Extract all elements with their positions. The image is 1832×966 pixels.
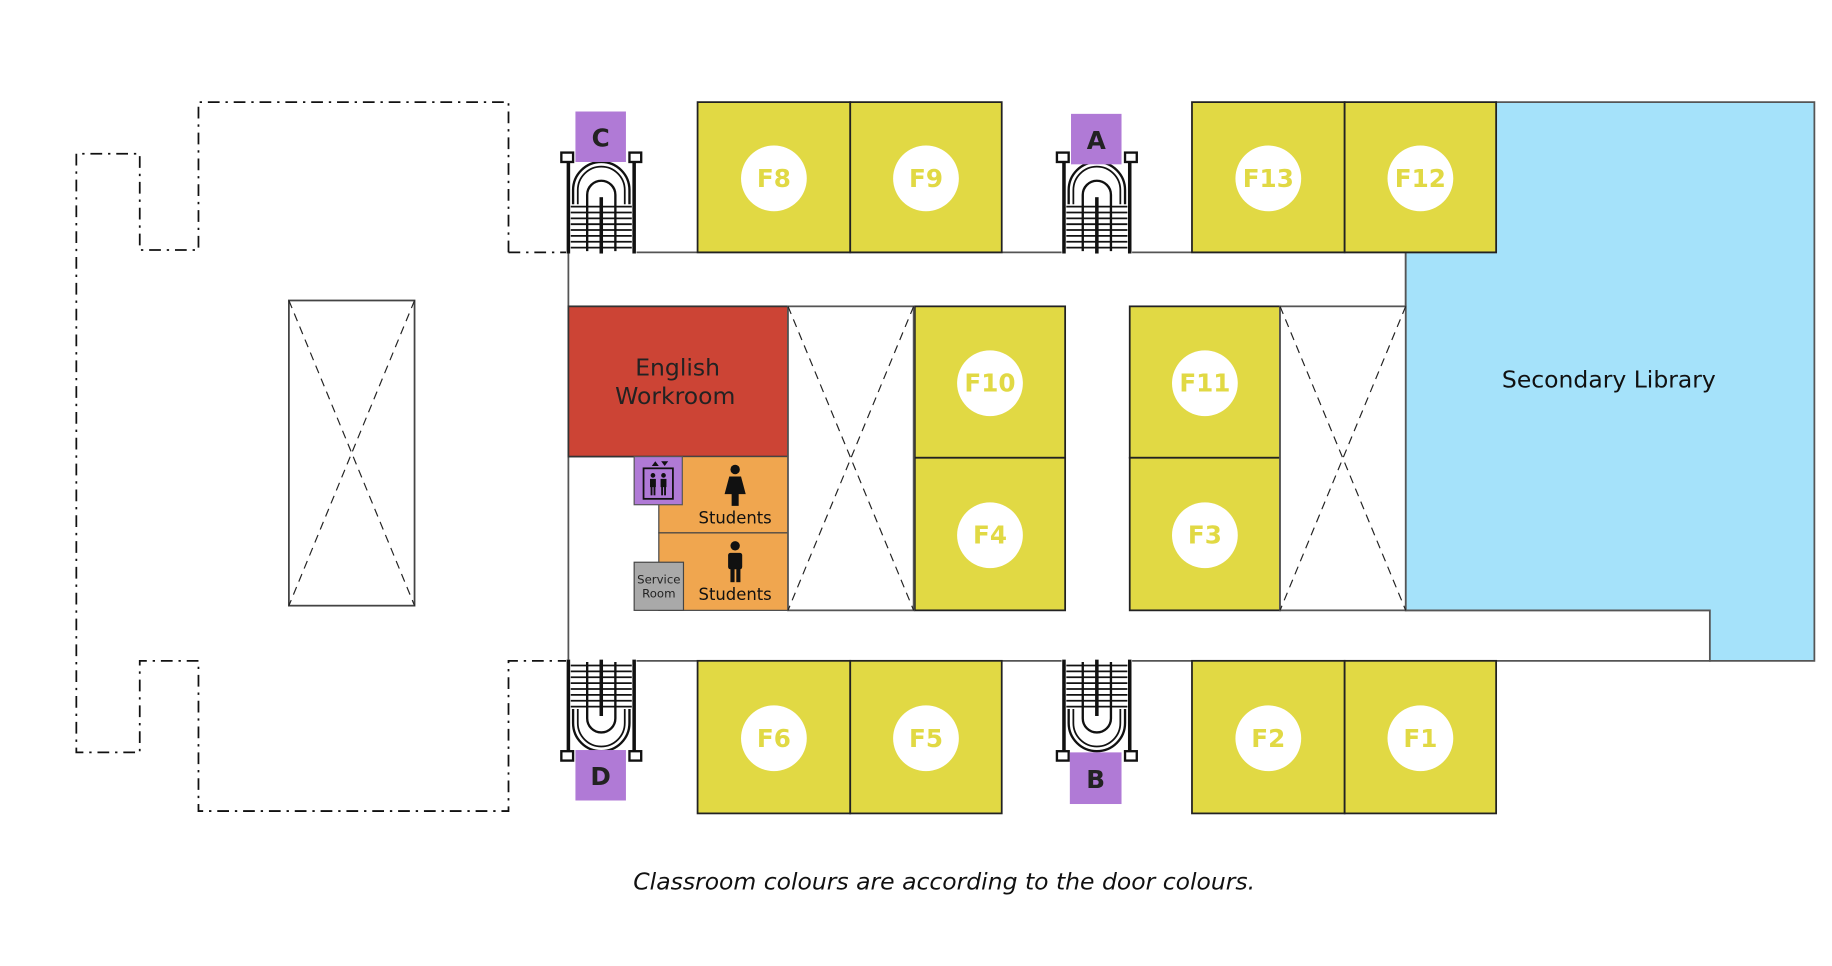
adjacent-building-outline	[75, 101, 569, 812]
room-number-badge	[1235, 145, 1302, 212]
library-label: Secondary Library	[1502, 365, 1716, 393]
room-number-badge	[1235, 705, 1302, 772]
room-number-label: F6	[757, 724, 791, 753]
room-number-badge	[893, 145, 959, 212]
room-number-label: F1	[1403, 724, 1437, 753]
female-restroom-icon	[724, 464, 746, 506]
stairs-icon	[559, 657, 643, 763]
room-number-badge	[741, 145, 807, 212]
room-number-label: F9	[909, 164, 943, 193]
room-number-badge	[1172, 350, 1238, 417]
room-number-label: F5	[909, 724, 943, 753]
door-marker[interactable]	[575, 750, 626, 801]
room-number-badge	[741, 705, 807, 772]
room-number-label: F4	[973, 521, 1007, 550]
classroom-f13[interactable]: F13	[1191, 101, 1346, 254]
classroom-f5[interactable]: F5	[849, 659, 1003, 815]
room-number-label: F13	[1243, 164, 1294, 193]
restroom-female-label: Students	[699, 508, 772, 527]
door-marker[interactable]	[575, 111, 626, 162]
classroom-box[interactable]	[1128, 305, 1281, 459]
stairs-icon	[559, 150, 643, 256]
service-room-label-2: Room	[642, 586, 675, 600]
elevator[interactable]	[633, 456, 683, 506]
male-restroom-icon	[728, 541, 743, 583]
room-number-label: F2	[1251, 724, 1285, 753]
service-room[interactable]	[633, 561, 685, 611]
service-room-label-1: Service	[637, 572, 680, 586]
stairs-icon	[1055, 150, 1139, 256]
room-number-badge	[1387, 705, 1454, 772]
room-number-label: F12	[1395, 164, 1446, 193]
room-number-badge	[957, 502, 1023, 569]
classroom-f1[interactable]: F1	[1343, 659, 1498, 815]
classroom-f3[interactable]: F3	[1128, 456, 1281, 612]
room-number-label: F8	[757, 164, 791, 193]
room-number-label: F3	[1188, 521, 1222, 550]
door-b[interactable]: B	[1069, 752, 1122, 805]
english-workroom-label-1: English	[635, 354, 720, 382]
english-workroom-label-2: Workroom	[615, 382, 735, 410]
caption: Classroom colours are according to the d…	[633, 868, 1255, 896]
room-number-badge	[1172, 502, 1238, 569]
room-number-badge	[893, 705, 959, 772]
elevator-icon	[642, 461, 674, 500]
door-label: A	[1087, 126, 1106, 155]
restroom-male-label: Students	[699, 585, 772, 604]
void-center-right	[1279, 305, 1407, 612]
door-label: D	[590, 762, 610, 791]
classroom-f9[interactable]: F9	[849, 101, 1003, 254]
door-label: B	[1086, 765, 1105, 794]
classroom-f11[interactable]: F11	[1128, 305, 1281, 459]
door-marker[interactable]	[1071, 113, 1122, 165]
stairs-icon	[1055, 657, 1139, 763]
room-number-badge	[1387, 145, 1454, 212]
classroom-f2[interactable]: F2	[1191, 659, 1346, 815]
void-center-left	[787, 305, 915, 612]
door-c[interactable]: C	[575, 111, 626, 162]
classroom-f8[interactable]: F8	[696, 101, 852, 254]
room-number-badge	[957, 350, 1023, 417]
door-label: C	[592, 123, 610, 152]
classroom-f6[interactable]: F6	[696, 659, 852, 815]
door-a[interactable]: A	[1071, 113, 1122, 165]
room-number-label: F10	[964, 369, 1015, 398]
classroom-f4[interactable]: F4	[913, 456, 1067, 612]
door-marker[interactable]	[1069, 752, 1122, 805]
door-d[interactable]: D	[575, 750, 626, 801]
classroom-f10[interactable]: F10	[913, 305, 1067, 459]
classroom-f12[interactable]: F12	[1343, 101, 1498, 254]
room-number-label: F11	[1179, 369, 1230, 398]
